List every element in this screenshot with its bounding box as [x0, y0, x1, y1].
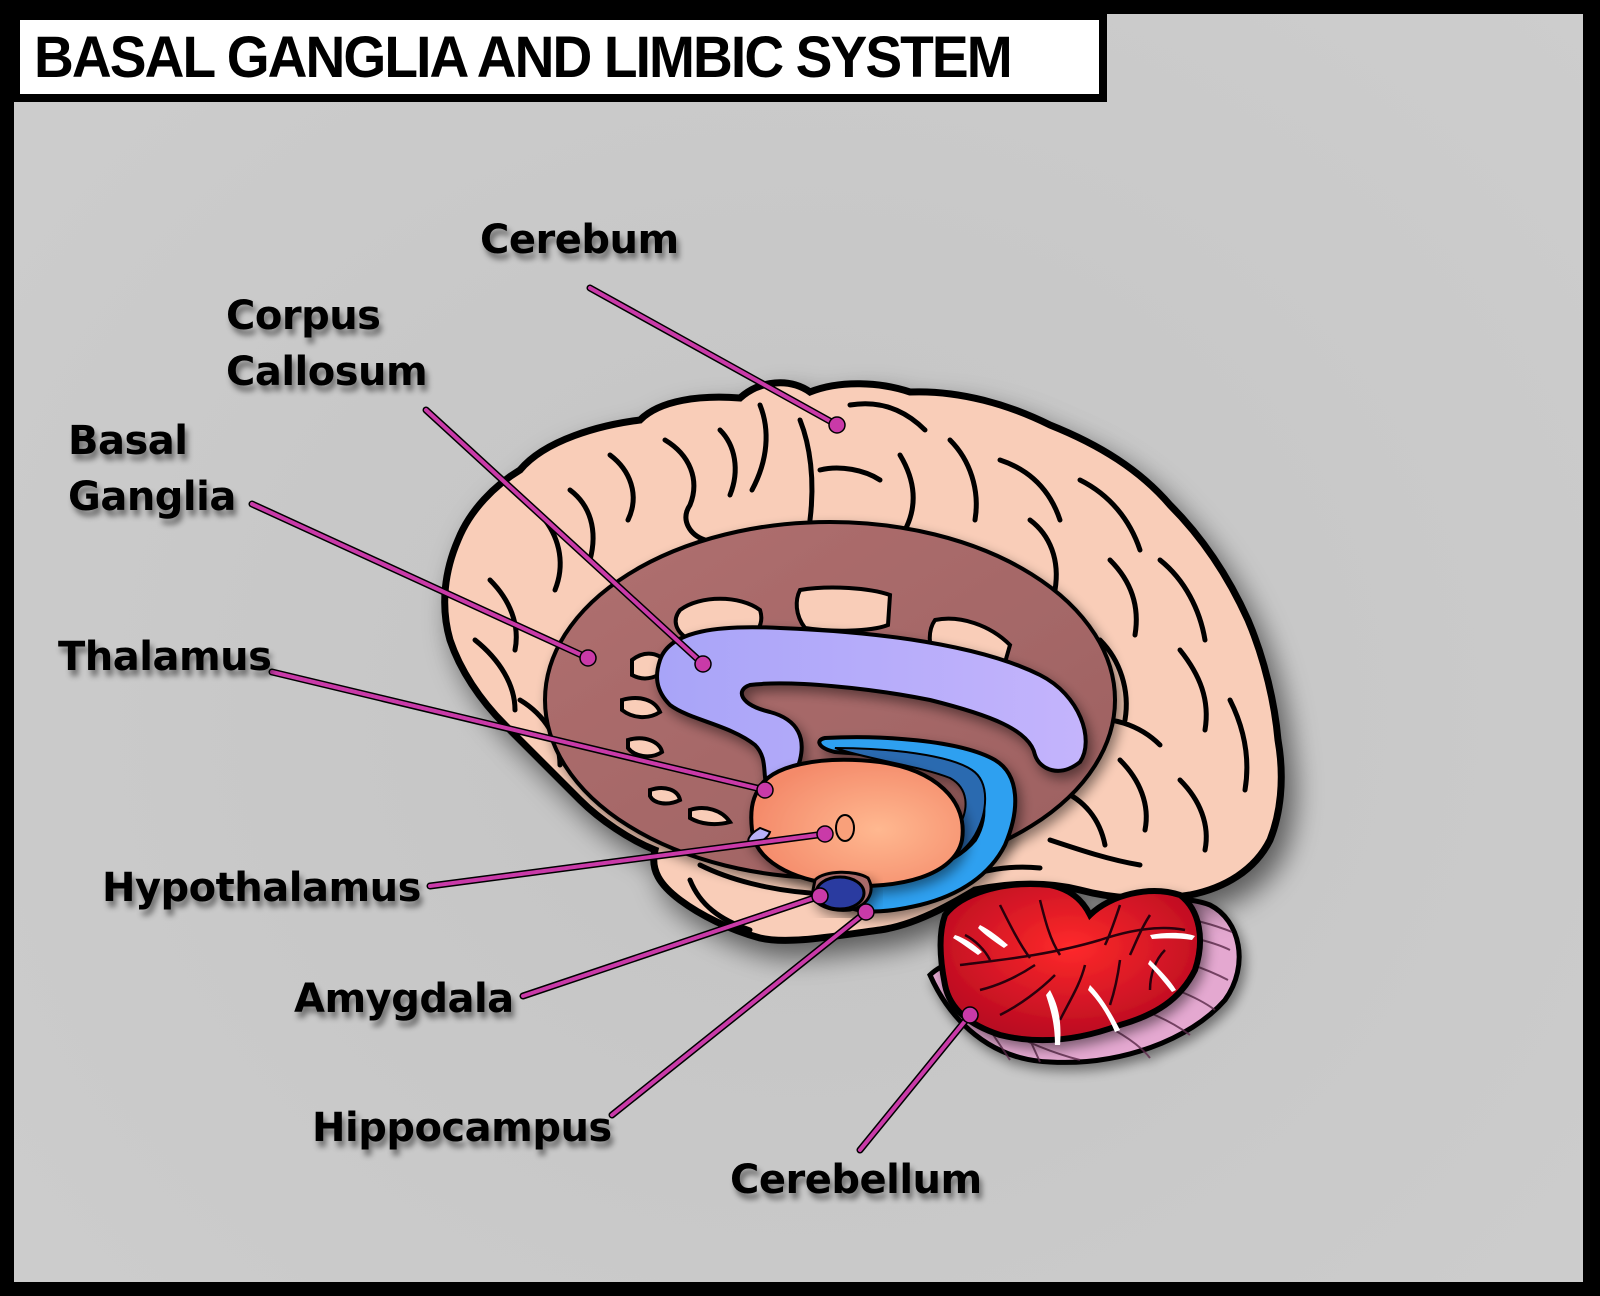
title-box: BASAL GANGLIA AND LIMBIC SYSTEM — [12, 12, 1107, 102]
mammillary-body — [835, 814, 855, 842]
leader-cerebellum — [856, 1006, 979, 1154]
label-hippocampus: Hippocampus — [312, 1100, 612, 1156]
label-cerebellum: Cerebellum — [730, 1152, 982, 1208]
label-corpus-callosum: Corpus Callosum — [226, 288, 428, 400]
label-basal-ganglia-line-1: Basal — [68, 418, 188, 464]
thalamus — [747, 757, 965, 888]
corpus-callosum — [655, 625, 1088, 793]
label-thalamus-line-1: Thalamus — [58, 634, 272, 680]
label-cerebellum-line-1: Cerebellum — [730, 1157, 982, 1203]
leader-thalamus — [268, 668, 774, 799]
label-basal-ganglia: Basal Ganglia — [68, 413, 236, 525]
label-corpus-callosum-line-2: Callosum — [226, 349, 428, 395]
label-amygdala-line-1: Amygdala — [294, 976, 514, 1022]
leader-cerebrum — [586, 284, 846, 434]
label-amygdala: Amygdala — [294, 971, 514, 1027]
leader-corpus-callosum — [422, 406, 712, 673]
leader-amygdala — [519, 887, 829, 1000]
label-thalamus: Thalamus — [58, 629, 272, 685]
diagram-title: BASAL GANGLIA AND LIMBIC SYSTEM — [34, 24, 1013, 90]
label-corpus-callosum-line-1: Corpus — [226, 293, 381, 339]
leader-basal-ganglia — [248, 500, 597, 667]
label-cerebrum-line-1: Cerebum — [480, 217, 679, 263]
cerebellum — [937, 881, 1203, 1045]
leader-hypothalamus — [426, 825, 834, 890]
leader-hippocampus — [608, 903, 875, 1119]
leader-lines — [248, 284, 979, 1154]
label-hypothalamus: Hypothalamus — [102, 860, 421, 916]
label-hypothalamus-line-1: Hypothalamus — [102, 865, 421, 911]
label-cerebrum: Cerebum — [480, 212, 679, 268]
label-hippocampus-line-1: Hippocampus — [312, 1105, 612, 1151]
label-basal-ganglia-line-2: Ganglia — [68, 474, 236, 520]
